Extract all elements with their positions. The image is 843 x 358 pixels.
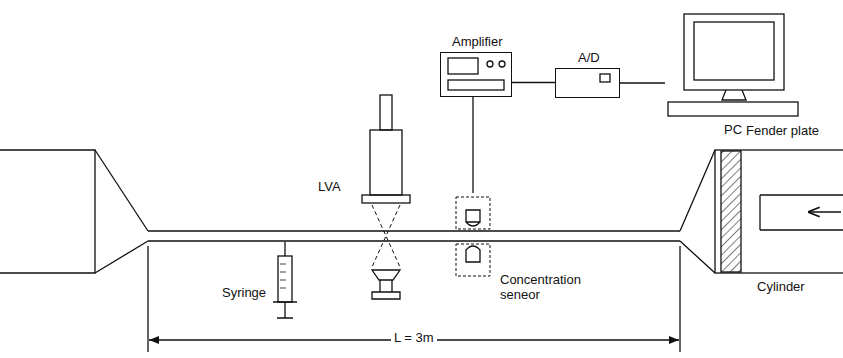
device-box: PC (665, 10, 801, 120)
device-box: A/D (555, 68, 620, 98)
laser-beam (372, 205, 400, 267)
pc-monitor (684, 14, 784, 90)
inlet-nozzle (95, 150, 148, 273)
part-label: Fender plate (746, 124, 819, 139)
piston (760, 195, 843, 230)
sensor-detector (466, 246, 480, 262)
device-label: A/D (578, 51, 600, 66)
device-label: Concentration seneor (500, 273, 596, 303)
lva-head (380, 95, 392, 130)
sensor-housing (456, 244, 490, 276)
cylinder-body (715, 150, 843, 273)
amplifier-screen (448, 58, 478, 74)
signal-cable (472, 97, 473, 193)
instrument-label: LVA (318, 180, 341, 195)
device-label: Amplifier (452, 35, 503, 50)
inlet-chamber (0, 150, 95, 273)
part-label: Cylinder (757, 280, 805, 295)
fender-plate (721, 151, 741, 272)
dimension-extension (148, 246, 680, 352)
device-label: PC (724, 123, 742, 138)
outlet-diffuser (680, 150, 715, 273)
dimension-label: L = 3m (391, 331, 437, 346)
syringe-scale (280, 264, 286, 288)
lva-receiver (372, 270, 400, 299)
amplifier-knob (499, 61, 505, 67)
lva-body (370, 130, 402, 195)
pc-stand (722, 90, 746, 100)
instrument-label: Syringe (222, 286, 266, 301)
ad-indicator (600, 74, 610, 82)
lva-flange (362, 195, 410, 203)
push-arrow (808, 211, 841, 212)
syringe-barrel (278, 256, 292, 302)
test-pipe (148, 231, 680, 241)
syringe-plunger (273, 302, 297, 318)
pc-keyboard (668, 102, 798, 116)
signal-cable (620, 82, 665, 83)
device-box: Amplifier (440, 52, 512, 97)
amplifier-knob (487, 61, 493, 67)
amplifier-panel (448, 80, 504, 90)
syringe-needle (284, 242, 285, 256)
signal-cable (512, 82, 555, 83)
sensor-housing (456, 197, 490, 229)
pc-screen (694, 22, 774, 80)
device-box: Concentration seneor (452, 193, 494, 281)
sensor-emitter (466, 210, 480, 226)
